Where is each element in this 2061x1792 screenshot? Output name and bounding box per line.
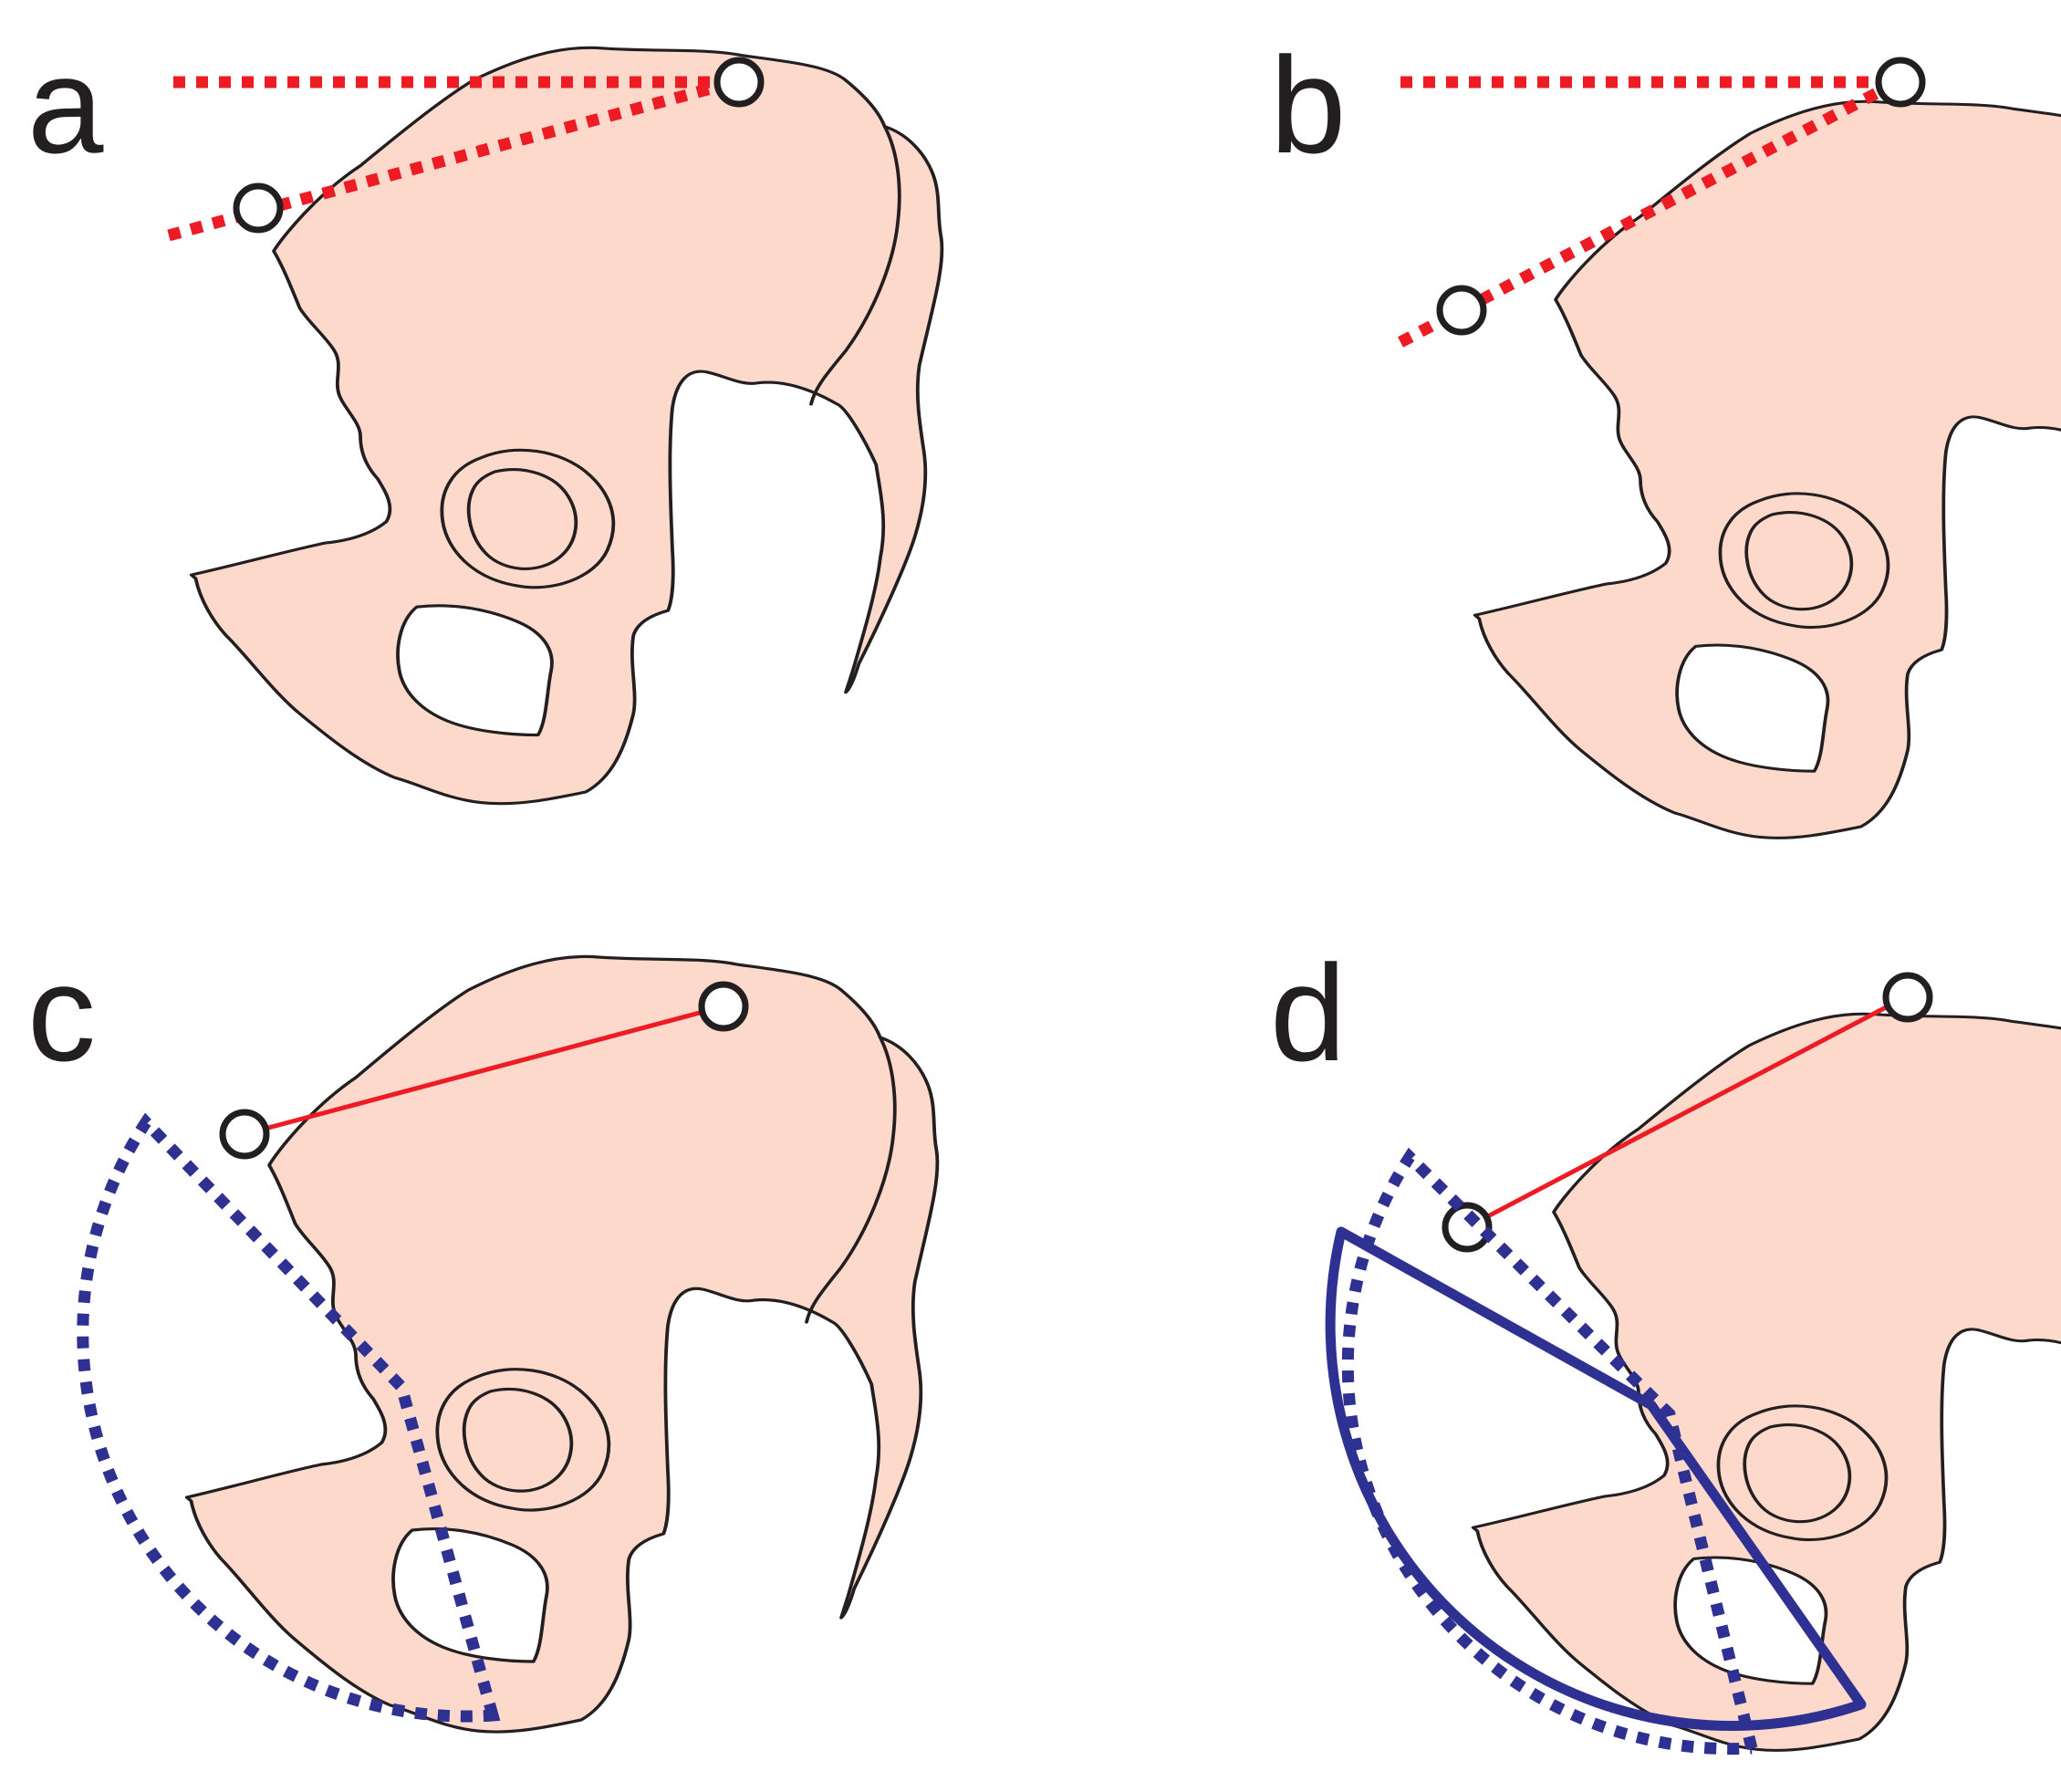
panel-c bbox=[77, 954, 940, 1734]
panel-label-d: d bbox=[1270, 936, 1347, 1089]
posterior-landmark-c bbox=[698, 981, 749, 1032]
pelvic-plane-line-d bbox=[1465, 995, 1907, 1230]
panel-label-c: c bbox=[27, 936, 96, 1089]
panel-b bbox=[1397, 57, 2061, 840]
pelvic-plane-line-c bbox=[244, 1004, 724, 1137]
anterior-landmark-a bbox=[233, 182, 284, 234]
posterior-landmark-b bbox=[1875, 57, 1926, 108]
panel-label-b: b bbox=[1270, 28, 1347, 182]
pelvis-b bbox=[1473, 99, 2061, 840]
coverage-sector-dotted-d bbox=[1341, 1147, 1758, 1756]
anterior-landmark-c bbox=[219, 1109, 270, 1160]
pelvis-a bbox=[189, 46, 944, 806]
coverage-sector-dotted-c bbox=[77, 1112, 501, 1723]
pelvis-c bbox=[184, 954, 940, 1734]
anterior-landmark-d bbox=[1442, 1202, 1493, 1253]
panel-d bbox=[1325, 972, 2061, 1756]
panel-label-a: a bbox=[27, 28, 104, 182]
panel-a bbox=[167, 46, 944, 806]
coverage-sector-solid-d bbox=[1325, 1226, 1867, 1731]
posterior-landmark-a bbox=[713, 57, 765, 108]
anterior-landmark-b bbox=[1436, 285, 1487, 336]
pelvis-d bbox=[1471, 1012, 2061, 1753]
posterior-landmark-d bbox=[1882, 972, 1933, 1023]
